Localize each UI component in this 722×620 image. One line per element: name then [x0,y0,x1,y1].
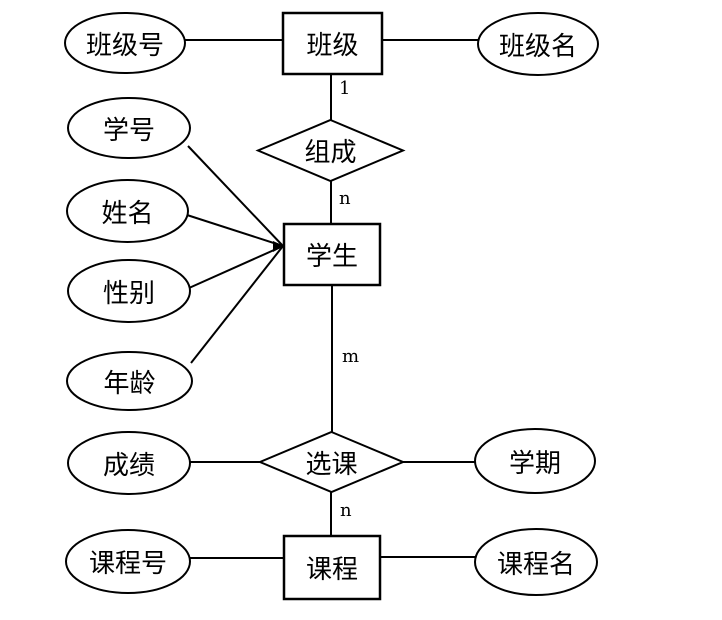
attribute-coursename-ellipse [474,528,598,596]
attribute-classno-ellipse [64,12,186,74]
attribute-classname-ellipse [477,12,599,76]
attribute-convergence-arrowhead [273,241,284,252]
attribute-age-ellipse [66,351,193,411]
edge-age-student [190,245,284,364]
relationship-enroll-diamond [257,430,406,494]
edge-name-student [186,214,284,247]
entity-class-box [281,11,384,76]
attribute-grade-ellipse [67,431,191,495]
edge-studentno-student [187,145,284,247]
attribute-semester-ellipse [474,428,596,494]
entity-student-box [282,222,382,287]
attribute-studentno-ellipse [67,97,191,159]
entity-course-box [282,534,382,601]
attribute-name-ellipse [66,179,189,243]
edge-gender-student [188,245,284,289]
relationship-compose-diamond [255,118,406,183]
attribute-courseno-ellipse [65,529,191,594]
attribute-gender-ellipse [67,259,191,323]
